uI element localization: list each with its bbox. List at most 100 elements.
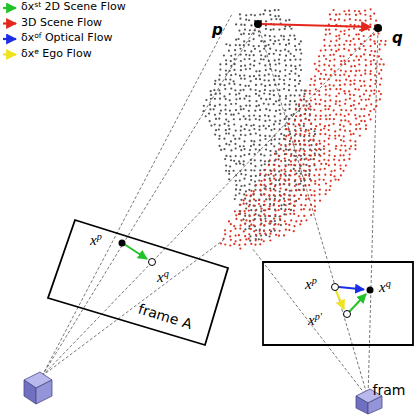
cloud-point [299, 189, 301, 191]
cloud-point [235, 147, 237, 149]
cloud-point [314, 180, 316, 182]
cloud-point [235, 155, 237, 157]
cloud-point [263, 48, 265, 50]
cloud-point [318, 103, 320, 105]
cloud-point [369, 110, 371, 112]
cloud-point [267, 174, 269, 176]
cloud-point [230, 140, 232, 142]
cloud-point [262, 125, 264, 127]
cloud-point [249, 240, 251, 242]
cloud-point [249, 75, 251, 77]
cloud-point [300, 180, 302, 182]
cloud-point [265, 198, 267, 200]
cloud-point [250, 224, 252, 226]
cloud-point [333, 123, 335, 125]
cloud-point [358, 69, 360, 71]
cloud-point [325, 29, 327, 31]
cloud-point [310, 180, 312, 182]
cloud-point [244, 118, 246, 120]
cloud-point [365, 104, 367, 106]
cloud-point [274, 15, 276, 17]
cloud-point [335, 28, 337, 30]
legend-label: δxe Ego Flow [21, 48, 92, 60]
cloud-point [328, 137, 330, 139]
cloud-point [265, 188, 267, 190]
cloud-point [289, 202, 291, 204]
cloud-point [225, 118, 227, 120]
cloud-point [358, 33, 360, 35]
cloud-point [318, 148, 320, 150]
cloud-point [249, 29, 251, 31]
cloud-point [250, 50, 252, 52]
cloud-point [370, 79, 372, 81]
cloud-point [300, 194, 302, 196]
pixel-dot [119, 240, 126, 247]
cloud-point [244, 223, 246, 225]
cloud-point [303, 170, 305, 172]
cloud-point [309, 139, 311, 141]
cloud-point [309, 158, 311, 160]
cloud-point [335, 50, 337, 52]
cloud-point [248, 44, 250, 46]
cloud-point [349, 148, 351, 150]
cloud-point [263, 240, 265, 242]
cloud-point [294, 45, 296, 47]
cloud-point [218, 128, 220, 130]
cloud-point [238, 112, 240, 114]
cloud-point [285, 153, 287, 155]
cloud-point [279, 215, 281, 217]
cloud-point [288, 208, 290, 210]
cloud-point [300, 69, 302, 71]
cloud-point [323, 140, 325, 142]
cloud-point [229, 244, 231, 246]
cloud-point [319, 155, 321, 157]
cloud-point [310, 214, 312, 216]
cloud-point [258, 95, 260, 97]
cloud-point [339, 149, 341, 151]
cloud-point [269, 109, 271, 111]
cloud-point [364, 9, 366, 11]
cloud-point [275, 69, 277, 71]
cloud-point [244, 198, 246, 200]
cloud-point [250, 209, 252, 211]
cloud-point [263, 184, 265, 186]
cloud-point [278, 28, 280, 30]
cloud-point [333, 175, 335, 177]
cloud-point [320, 129, 322, 131]
cloud-point [339, 154, 341, 156]
cloud-point [374, 74, 376, 76]
cloud-point [298, 110, 300, 112]
cloud-point [259, 189, 261, 191]
cloud-point [240, 53, 242, 55]
cloud-point [249, 195, 251, 197]
cloud-point [363, 108, 365, 110]
cloud-point [325, 58, 327, 60]
cloud-point [268, 195, 270, 197]
cloud-point [235, 23, 237, 25]
cloud-point [303, 215, 305, 217]
optical-flow-arrow [339, 287, 364, 290]
cloud-point [254, 185, 256, 187]
cloud-point [364, 49, 366, 51]
cloud-point [249, 200, 251, 202]
cloud-point [298, 140, 300, 142]
cloud-point [329, 118, 331, 120]
cloud-point [248, 110, 250, 112]
cloud-point [285, 189, 287, 191]
cloud-point [283, 179, 285, 181]
cloud-point [318, 178, 320, 180]
cloud-point [263, 224, 265, 226]
cloud-point [370, 18, 372, 20]
cloud-point [320, 99, 322, 101]
cloud-point [380, 69, 382, 71]
cloud-point [340, 139, 342, 141]
cloud-point [335, 103, 337, 105]
cloud-point [249, 133, 251, 135]
cloud-point [353, 27, 355, 29]
cloud-point [244, 58, 246, 60]
cloud-point [250, 80, 252, 82]
cloud-point [278, 142, 280, 144]
cloud-point [345, 99, 347, 101]
cloud-point [254, 110, 256, 112]
cloud-point [274, 9, 276, 11]
